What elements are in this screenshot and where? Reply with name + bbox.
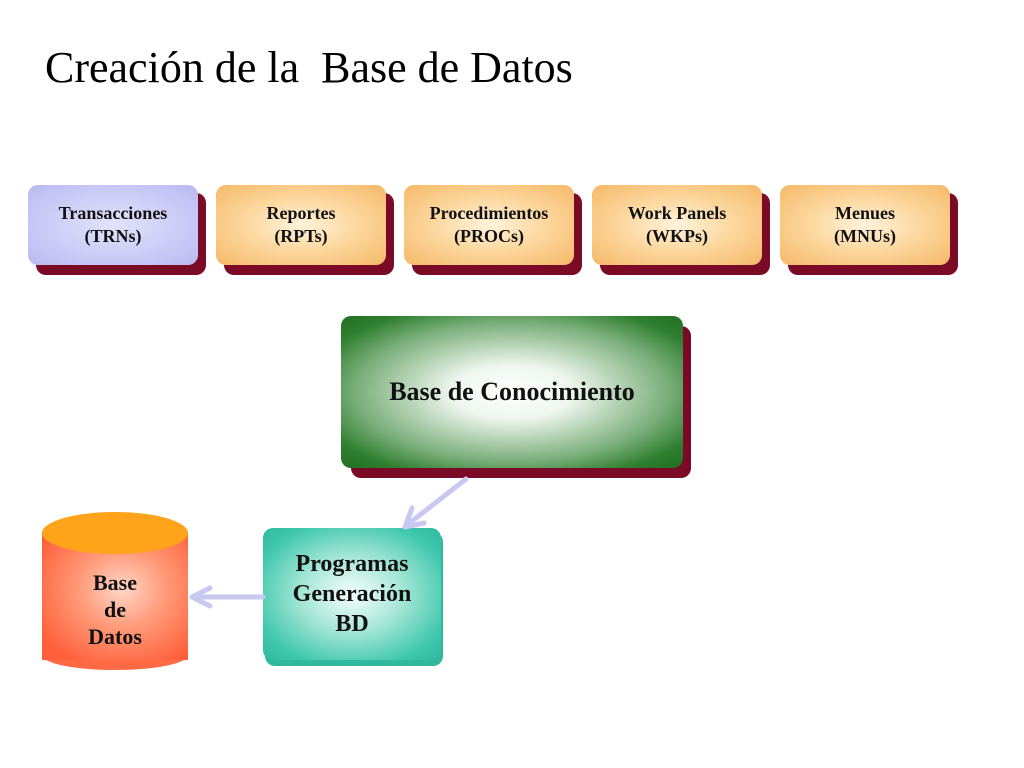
input-procedures: Procedimientos (PROCs) bbox=[404, 185, 584, 275]
input-work-panels-label: Work Panels (WKPs) bbox=[627, 202, 727, 246]
knowledge-base-label: Base de Conocimiento bbox=[389, 377, 635, 406]
input-transactions: Transacciones (TRNs) bbox=[28, 185, 208, 275]
input-procedures-label: Procedimientos (PROCs) bbox=[429, 202, 549, 246]
database-label: Base de Datos bbox=[88, 570, 142, 649]
input-reports-label: Reportes (RPTs) bbox=[266, 202, 336, 246]
generator-programs-box: Programas Generación BD bbox=[263, 528, 445, 668]
database-cylinder-top bbox=[42, 512, 188, 554]
database-cylinder: Base de Datos bbox=[42, 512, 188, 670]
input-transactions-label: Transacciones (TRNs) bbox=[58, 202, 168, 246]
arrow-knowledge-to-generator bbox=[402, 476, 469, 530]
slide-title: Creación de la Base de Datos bbox=[45, 43, 573, 92]
generator-programs-label: Programas Generación BD bbox=[292, 551, 412, 637]
knowledge-base-box: Base de Conocimiento bbox=[341, 316, 693, 478]
input-reports: Reportes (RPTs) bbox=[216, 185, 396, 275]
input-menus-label: Menues (MNUs) bbox=[834, 202, 896, 246]
arrow-generator-to-database bbox=[189, 585, 266, 609]
input-menus: Menues (MNUs) bbox=[780, 185, 960, 275]
input-work-panels: Work Panels (WKPs) bbox=[592, 185, 772, 275]
